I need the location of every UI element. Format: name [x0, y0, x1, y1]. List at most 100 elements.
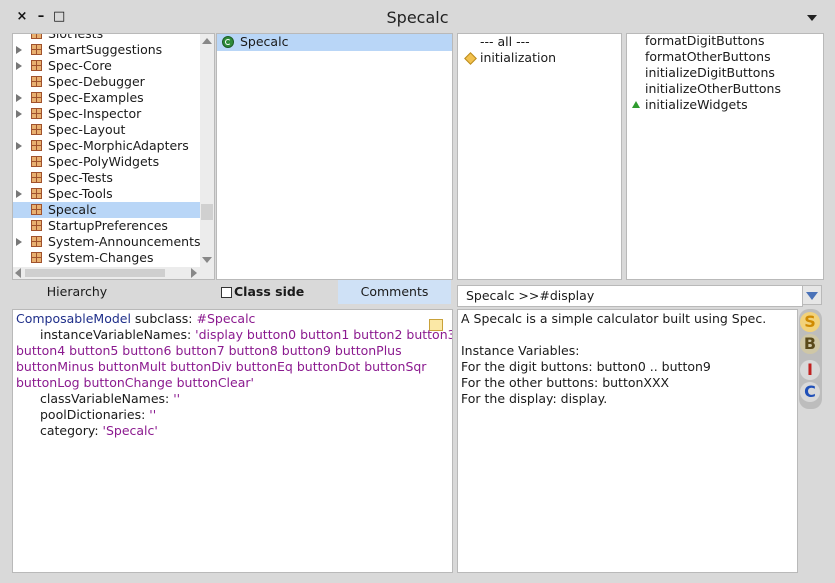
- class-list[interactable]: Specalc: [216, 33, 453, 280]
- package-label: Spec-MorphicAdapters: [48, 138, 189, 153]
- method-item[interactable]: initializeWidgets: [627, 97, 823, 113]
- package-label: System-Announcements: [48, 234, 201, 249]
- expand-triangle-icon[interactable]: [16, 238, 22, 246]
- package-icon: [31, 76, 42, 87]
- package-item[interactable]: SlotTests: [13, 33, 200, 42]
- class-comment-editor[interactable]: A Specalc is a simple calculator built u…: [457, 309, 798, 573]
- badge-b[interactable]: B: [800, 334, 820, 354]
- window-menu-icon[interactable]: [807, 15, 817, 21]
- package-label: Spec-PolyWidgets: [48, 154, 160, 169]
- critic-badge-strip: S B I C: [799, 309, 822, 409]
- class-item-label: Specalc: [240, 34, 289, 49]
- method-item[interactable]: formatOtherButtons: [627, 49, 823, 65]
- package-item[interactable]: Specalc: [13, 202, 200, 218]
- package-item[interactable]: System-Changes: [13, 250, 200, 266]
- package-label: Spec-Inspector: [48, 106, 142, 121]
- package-item[interactable]: StartupPreferences: [13, 218, 200, 234]
- method-selector-dropdown-button[interactable]: [802, 285, 822, 305]
- expand-triangle-icon[interactable]: [16, 62, 22, 70]
- package-label: Spec-Layout: [48, 122, 126, 137]
- package-icon: [31, 236, 42, 247]
- method-label: initializeWidgets: [645, 97, 748, 112]
- package-item[interactable]: Spec-PolyWidgets: [13, 154, 200, 170]
- package-horizontal-scrollbar[interactable]: [13, 267, 200, 279]
- package-icon: [31, 220, 42, 231]
- package-label: Spec-Debugger: [48, 74, 145, 89]
- method-label: initializeOtherButtons: [645, 81, 781, 96]
- method-selector-value: Specalc >>#display: [466, 288, 595, 303]
- badge-c[interactable]: C: [800, 382, 820, 402]
- class-item-specalc[interactable]: Specalc: [217, 34, 452, 51]
- class-side-checkbox[interactable]: [221, 287, 232, 298]
- expand-triangle-icon[interactable]: [16, 142, 22, 150]
- comment-line: Instance Variables:: [461, 343, 580, 358]
- expand-triangle-icon[interactable]: [16, 190, 22, 198]
- scroll-right-icon[interactable]: [191, 268, 197, 278]
- package-icon: [31, 252, 42, 263]
- comments-button[interactable]: Comments: [338, 280, 451, 304]
- method-selector-field[interactable]: Specalc >>#display: [457, 285, 803, 307]
- protocol-label: initialization: [480, 50, 557, 65]
- comment-line: For the other buttons: buttonXXX: [461, 375, 670, 390]
- package-icon: [31, 44, 42, 55]
- package-label: Specalc: [48, 202, 97, 217]
- package-item[interactable]: System-Announcements: [13, 234, 201, 250]
- comment-line: For the digit buttons: button0 .. button…: [461, 359, 711, 374]
- protocol-item-initialization[interactable]: initialization: [458, 50, 621, 66]
- package-item[interactable]: Spec-Debugger: [13, 74, 200, 90]
- class-side-label[interactable]: Class side: [234, 284, 305, 299]
- code-line-3: button4 button5 button6 button7 button8 …: [16, 343, 402, 358]
- code-line-1: ComposableModel subclass: #Specalc: [16, 311, 256, 326]
- protocol-list[interactable]: --- all --- initialization: [457, 33, 622, 280]
- package-icon: [31, 188, 42, 199]
- protocol-item-all[interactable]: --- all ---: [458, 34, 621, 50]
- override-arrow-icon: [632, 101, 640, 108]
- code-line-6: classVariableNames: '': [40, 391, 181, 406]
- method-label: initializeDigitButtons: [645, 65, 775, 80]
- package-item[interactable]: Spec-Core: [13, 58, 200, 74]
- hierarchy-button[interactable]: Hierarchy: [12, 280, 142, 304]
- package-label: SmartSuggestions: [48, 42, 163, 57]
- class-definition-editor[interactable]: ComposableModel subclass: #Specalc insta…: [12, 309, 453, 573]
- close-icon[interactable]: ×: [16, 9, 28, 24]
- scroll-left-icon[interactable]: [15, 268, 21, 278]
- chevron-down-icon: [806, 292, 818, 300]
- maximize-icon[interactable]: □: [53, 9, 66, 24]
- package-icon: [31, 60, 42, 71]
- scroll-thumb[interactable]: [25, 269, 165, 277]
- package-item[interactable]: Spec-Tools: [13, 186, 200, 202]
- expand-triangle-icon[interactable]: [16, 46, 22, 54]
- package-vertical-scrollbar[interactable]: [200, 34, 214, 279]
- package-item[interactable]: Spec-Layout: [13, 122, 200, 138]
- protocol-diamond-icon: [464, 52, 477, 65]
- package-item[interactable]: Spec-Inspector: [13, 106, 200, 122]
- code-line-8: category: 'Specalc': [40, 423, 158, 438]
- package-label: SlotTests: [48, 33, 104, 41]
- package-item[interactable]: Spec-MorphicAdapters: [13, 138, 200, 154]
- edit-icon[interactable]: [429, 319, 443, 331]
- minimize-icon[interactable]: –: [37, 9, 45, 24]
- method-item[interactable]: initializeOtherButtons: [627, 81, 823, 97]
- badge-i[interactable]: I: [800, 360, 820, 380]
- package-icon: [31, 34, 42, 39]
- package-icon: [31, 172, 42, 183]
- scroll-up-icon[interactable]: [202, 38, 212, 44]
- method-item[interactable]: initializeDigitButtons: [627, 65, 823, 81]
- badge-s[interactable]: S: [800, 312, 820, 332]
- class-icon: [222, 36, 234, 48]
- package-icon: [31, 92, 42, 103]
- package-item[interactable]: Spec-Examples: [13, 90, 200, 106]
- protocol-label: --- all ---: [480, 34, 530, 49]
- expand-triangle-icon[interactable]: [16, 110, 22, 118]
- method-item[interactable]: formatDigitButtons: [627, 34, 823, 49]
- expand-triangle-icon[interactable]: [16, 94, 22, 102]
- scroll-thumb[interactable]: [201, 204, 213, 220]
- package-icon: [31, 156, 42, 167]
- scroll-down-icon[interactable]: [202, 257, 212, 263]
- package-item[interactable]: SmartSuggestions: [13, 42, 200, 58]
- code-line-7: poolDictionaries: '': [40, 407, 157, 422]
- package-item[interactable]: Spec-Tests: [13, 170, 200, 186]
